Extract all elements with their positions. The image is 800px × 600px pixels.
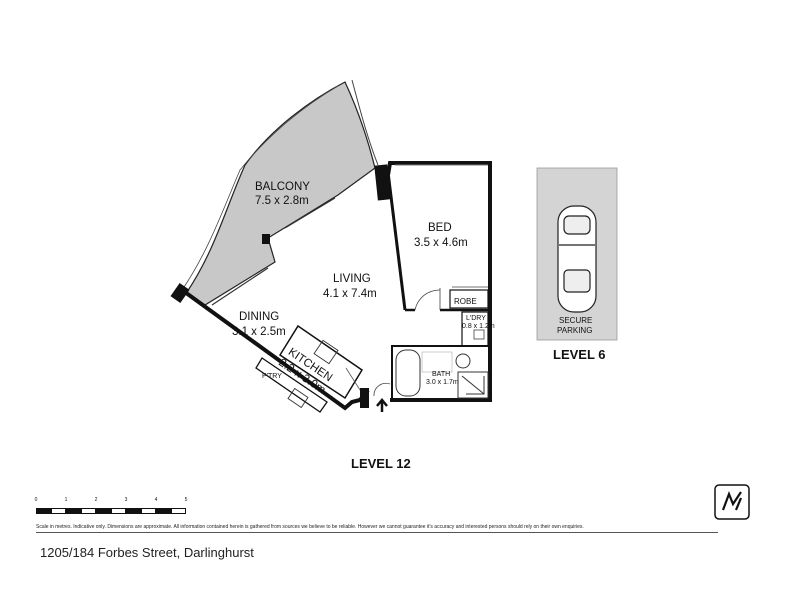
property-address: 1205/184 Forbes Street, Darlinghurst — [40, 545, 254, 560]
living-size: 4.1 x 7.4m — [323, 288, 377, 300]
floor-plan: BALCONY 7.5 x 2.8m BED 3.5 x 4.6m LIVING… — [170, 79, 618, 413]
dining-size: 3.1 x 2.5m — [232, 326, 286, 338]
bed-door-arc — [414, 289, 441, 311]
column-1 — [374, 164, 391, 201]
bath-size: 3.0 x 1.7m — [426, 379, 459, 386]
kitchen-bench — [278, 324, 364, 400]
balcony-door-2 — [211, 267, 269, 306]
footer-divider — [36, 532, 718, 533]
balcony-size: 7.5 x 2.8m — [255, 195, 309, 207]
column-2 — [170, 283, 190, 303]
bath-room — [391, 345, 491, 401]
up-arrow-icon — [376, 398, 388, 412]
bed-left-wall — [386, 171, 407, 311]
scale-tick-4: 4 — [154, 497, 158, 503]
laundry-size: 0.8 x 1.2m — [462, 323, 495, 330]
scale-tick-3: 3 — [124, 497, 128, 503]
level-6-label: LEVEL 6 — [553, 347, 606, 362]
scale-tick-1: 1 — [64, 497, 68, 503]
entry-door-arc — [373, 382, 391, 397]
robe-unit — [449, 289, 489, 309]
robe-label: ROBE — [454, 297, 477, 306]
scale-segments — [36, 508, 186, 514]
balcony-rail — [181, 85, 339, 291]
bed-size: 3.5 x 4.6m — [414, 237, 468, 249]
balcony-glass-edge — [351, 79, 379, 166]
bed-label: BED — [428, 222, 452, 234]
column-3 — [262, 234, 270, 244]
scale-tick-0: 0 — [34, 497, 38, 503]
kitchen-sink — [287, 387, 309, 409]
balcony-label: BALCONY — [255, 181, 310, 193]
cooktop — [313, 339, 339, 365]
kitchen-island-line — [255, 357, 328, 413]
laundry-label: L'DRY — [466, 315, 486, 322]
pantry-label: P'TRY — [262, 373, 282, 380]
balcony-area — [186, 81, 376, 306]
bath-floor-tiles — [421, 351, 453, 373]
laundry-sink — [473, 329, 485, 340]
toilet — [455, 353, 471, 369]
column-4 — [360, 388, 369, 408]
shower-mark — [461, 375, 485, 395]
living-label: LIVING — [333, 273, 371, 285]
scale-tick-2: 2 — [94, 497, 98, 503]
bathtub — [395, 349, 421, 397]
dining-label: DINING — [239, 311, 279, 323]
agency-logo-icon — [714, 484, 750, 520]
scale-tick-5: 5 — [184, 497, 188, 503]
balcony-door-1 — [284, 197, 336, 229]
parking-label-1: SECURE — [559, 316, 592, 325]
car-icon — [557, 205, 597, 313]
vanity — [457, 371, 489, 399]
level-12-label: LEVEL 12 — [351, 456, 411, 471]
pantry-door — [345, 367, 361, 391]
disclaimer-text: Scale in metres. Indicative only. Dimens… — [36, 524, 584, 530]
parking-label-2: PARKING — [557, 326, 592, 335]
bath-label: BATH — [432, 371, 450, 378]
